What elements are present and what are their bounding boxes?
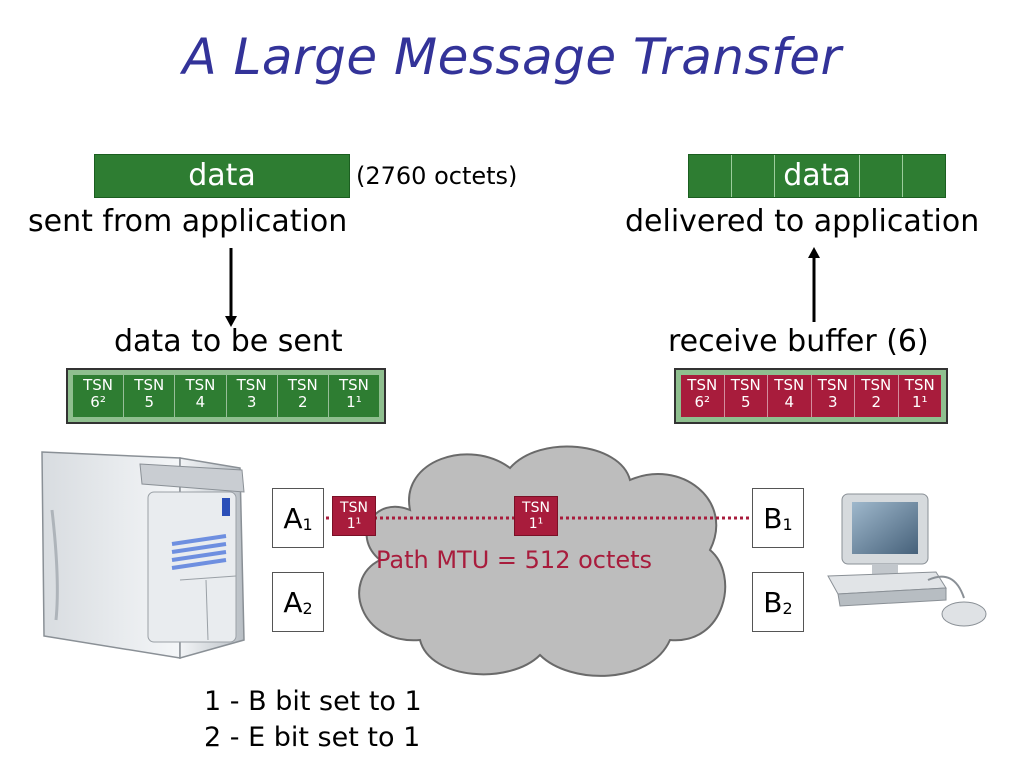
receiver-data-label: data [783,158,851,193]
receiver-data-segment [689,155,732,197]
receiver-data-segment: data [775,155,860,197]
sender-data-label: data [188,158,256,193]
receiver-data-segment [903,155,945,197]
computer-icon [827,493,987,627]
sent-from-application-label: sent from application [28,204,348,239]
server-icon [41,451,245,659]
network-cloud [358,445,727,677]
sender-data-bar: data [94,154,350,198]
delivered-to-application-label: delivered to application [625,204,980,239]
footnote-e-bit: 2 - E bit set to 1 [204,722,421,753]
octets-note: (2760 octets) [356,162,518,190]
path-mtu-label: Path MTU = 512 octets [376,546,653,574]
receive-buffer-label: receive buffer (6) [668,324,929,359]
slide-title: A Large Message Transfer [182,28,842,86]
data-to-be-sent-label: data to be sent [114,324,343,359]
down-arrow-head [225,316,237,327]
receiver-data-segment [860,155,903,197]
footnote-b-bit: 1 - B bit set to 1 [204,686,422,717]
up-arrow-head [808,247,820,258]
receiver-data-bar: data [688,154,946,198]
receiver-data-segment [732,155,775,197]
